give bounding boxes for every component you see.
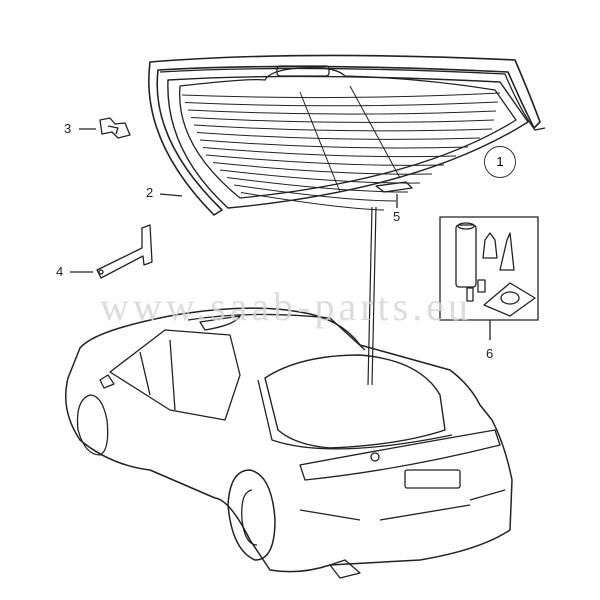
leader-line-2 [159, 193, 183, 197]
watermark: www.saab-parts.eu [100, 284, 472, 329]
clip-part-3[interactable] [99, 117, 131, 139]
heater-line [226, 177, 409, 193]
heater-line [190, 117, 495, 123]
heater-line [187, 109, 497, 115]
car-illustration [65, 307, 513, 579]
heater-line [181, 92, 501, 99]
heater-line [212, 162, 433, 175]
callout-1: 1 [484, 146, 516, 178]
spacer-part-5[interactable] [375, 181, 413, 193]
bracket-part-4[interactable] [96, 224, 153, 279]
callout-3: 3 [64, 121, 72, 136]
adhesive-kit-part-6[interactable] [439, 216, 539, 321]
callout-5: 5 [393, 209, 401, 224]
heater-line [196, 132, 481, 140]
rear-window-glass[interactable] [148, 54, 546, 216]
callout-4: 4 [56, 264, 64, 279]
heater-line [199, 139, 469, 149]
heater-line [184, 101, 499, 107]
callout-6: 6 [486, 346, 494, 361]
heater-line [202, 147, 457, 158]
heater-line [193, 124, 493, 132]
callout-2: 2 [146, 185, 154, 200]
heater-line [205, 154, 445, 166]
heater-line [233, 184, 397, 202]
heater-line [240, 192, 385, 211]
